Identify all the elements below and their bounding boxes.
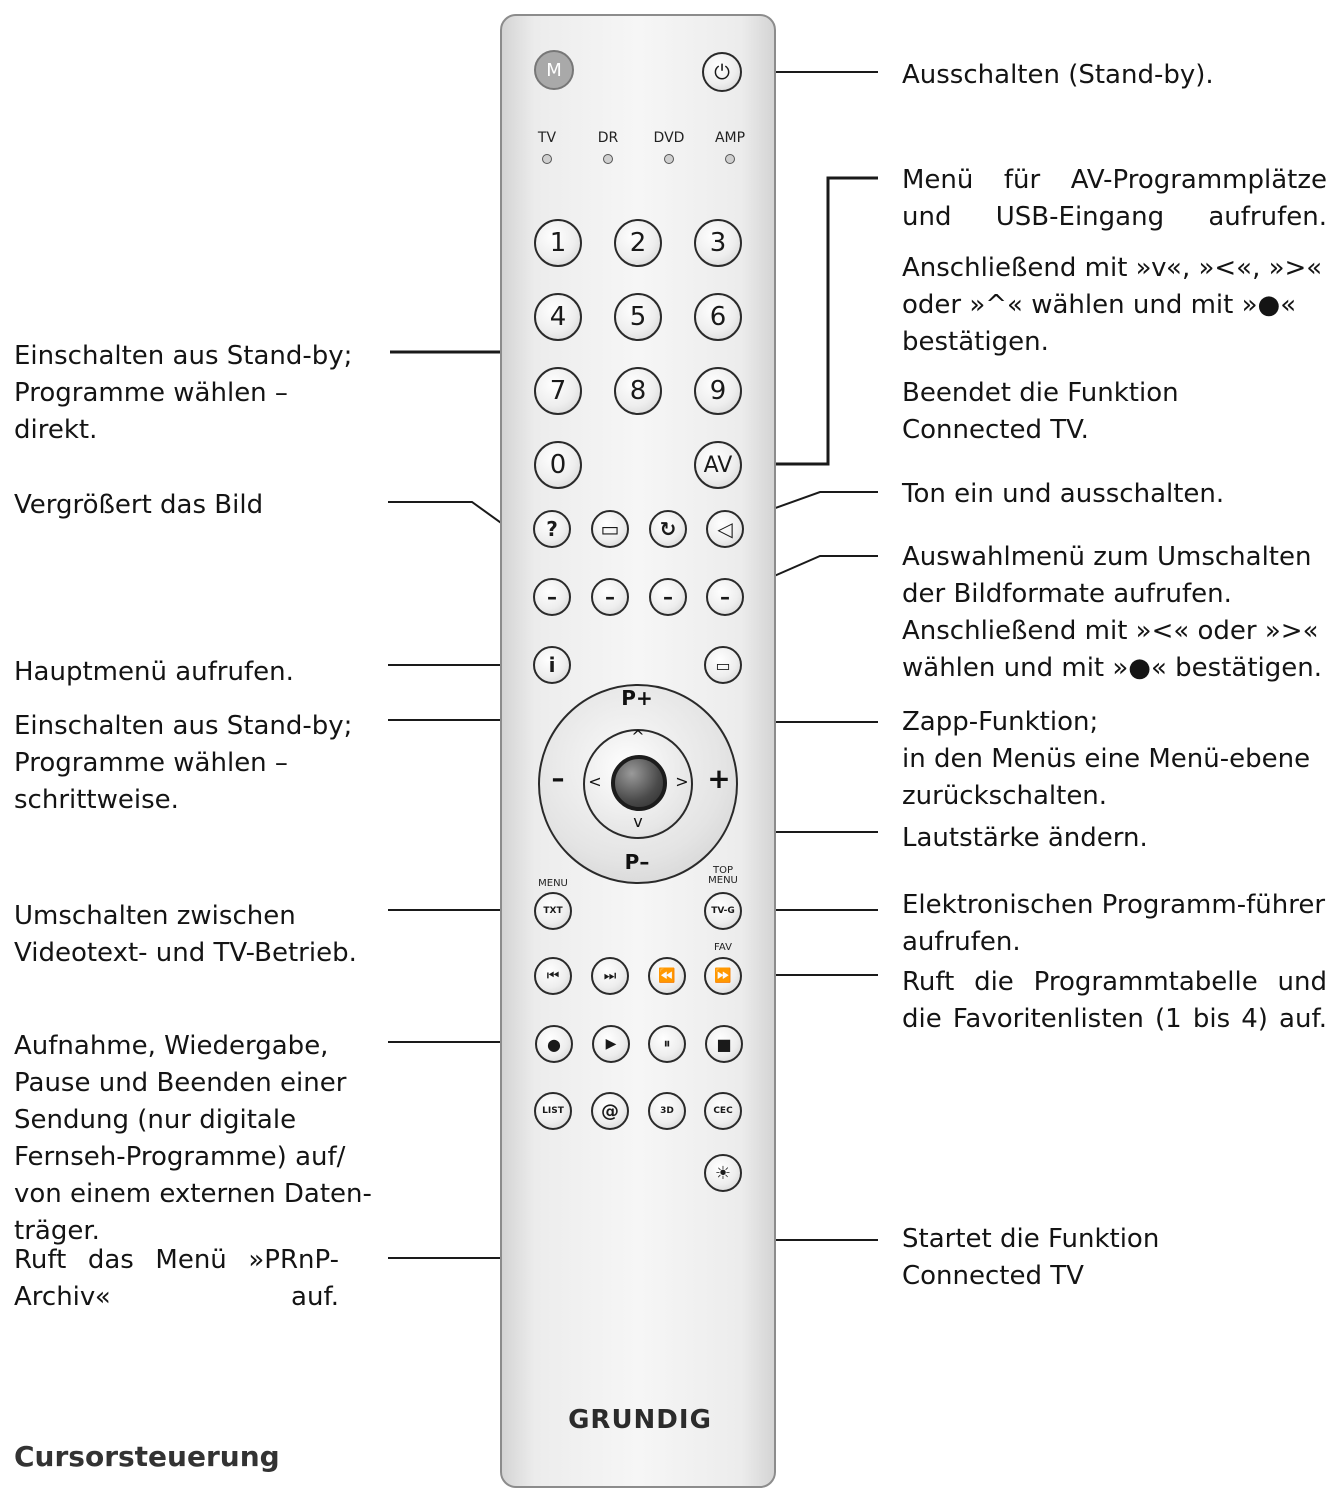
led-label-dvd: DVD: [653, 130, 685, 146]
m-button[interactable]: M: [534, 50, 574, 90]
led-tv: [542, 154, 552, 164]
label-main-menu: Hauptmenü aufrufen.: [14, 657, 294, 687]
label-direct: Einschalten aus Stand-by; Programme wähl…: [14, 341, 353, 445]
led-label-dr: DR: [597, 130, 619, 146]
fast-forward-button[interactable]: ⏩: [704, 957, 742, 995]
section-heading: Cursorsteuerung: [14, 1440, 280, 1473]
help-button[interactable]: ?: [533, 510, 571, 548]
digit-1-button[interactable]: 1: [534, 219, 582, 267]
3d-button[interactable]: 3D: [648, 1092, 686, 1130]
record-button[interactable]: ●: [535, 1025, 573, 1063]
label-connected-start: Startet die Funktion Connected TV: [902, 1224, 1160, 1291]
brand-logo: GRUNDIG: [568, 1405, 712, 1435]
teletext-button[interactable]: ▭: [591, 510, 629, 548]
led-label-amp: AMP: [714, 130, 746, 146]
led-amp: [725, 154, 735, 164]
stop-button[interactable]: ■: [705, 1025, 743, 1063]
tvg-button[interactable]: TV-G: [704, 892, 742, 930]
cursor-left-icon[interactable]: <: [588, 772, 602, 791]
channel-down-label[interactable]: P–: [624, 850, 650, 874]
light-button[interactable]: ☀: [704, 1154, 742, 1192]
ok-button[interactable]: [611, 755, 667, 811]
leader-av: [745, 176, 878, 466]
pause-button[interactable]: ⏸: [648, 1025, 686, 1063]
digit-4-button[interactable]: 4: [534, 293, 582, 341]
list-button[interactable]: LIST: [534, 1092, 572, 1130]
digit-6-button[interactable]: 6: [694, 293, 742, 341]
led-label-tv: TV: [537, 130, 557, 146]
label-zapp: Zapp-Funktion; in den Menüs eine Menü-eb…: [902, 707, 1311, 811]
channel-up-label[interactable]: P+: [621, 686, 653, 710]
label-volume: Lautstärke ändern.: [902, 823, 1148, 853]
txt-button[interactable]: TXT: [534, 892, 572, 930]
led-dr: [603, 154, 613, 164]
play-button[interactable]: ▶: [592, 1025, 630, 1063]
label-teletext: Umschalten zwischen Videotext- und TV-Be…: [14, 901, 357, 968]
minus-button-3[interactable]: –: [649, 578, 687, 616]
minus-button-2[interactable]: –: [591, 578, 629, 616]
power-button[interactable]: ⏻: [702, 52, 742, 92]
repeat-button[interactable]: ↻: [649, 510, 687, 548]
cursor-down-icon[interactable]: v: [633, 812, 643, 831]
digit-5-button[interactable]: 5: [614, 293, 662, 341]
digit-7-button[interactable]: 7: [534, 367, 582, 415]
label-stepwise: Einschalten aus Stand-by; Programme wähl…: [14, 711, 353, 815]
top-menu-caption: TOP MENU: [708, 865, 738, 886]
label-av-select: Anschließend mit »v«, »<«, »>« oder »^« …: [902, 253, 1323, 357]
label-prnp: Ruft das Menü »PRnP- Archiv« auf.: [14, 1245, 339, 1312]
minus-button-4[interactable]: –: [706, 578, 744, 616]
label-recording: Aufnahme, Wiedergabe, Pause und Beenden …: [14, 1031, 372, 1246]
digit-8-button[interactable]: 8: [614, 367, 662, 415]
av-button[interactable]: AV: [694, 441, 742, 489]
cursor-up-icon[interactable]: ^: [631, 727, 645, 746]
rewind-button[interactable]: ⏪: [648, 957, 686, 995]
label-zoom: Vergrößert das Bild: [14, 490, 264, 520]
label-program-table: Ruft die Programmtabelle und die Favorit…: [902, 967, 1327, 1034]
label-av-menu: Menü für AV-Programmplätze und USB-Einga…: [902, 165, 1327, 232]
volume-up-label[interactable]: +: [707, 762, 731, 795]
cursor-right-icon[interactable]: >: [675, 772, 689, 791]
mute-button[interactable]: ◁: [706, 510, 744, 548]
digit-2-button[interactable]: 2: [614, 219, 662, 267]
menu-caption: MENU: [538, 878, 568, 889]
label-connected-end: Beendet die Funktion Connected TV.: [902, 378, 1179, 445]
info-button[interactable]: i: [533, 646, 571, 684]
volume-down-label[interactable]: –: [551, 764, 565, 794]
skip-forward-button[interactable]: ⏭: [591, 957, 629, 995]
label-mute: Ton ein und ausschalten.: [902, 479, 1225, 509]
led-dvd: [664, 154, 674, 164]
minus-button-1[interactable]: –: [533, 578, 571, 616]
label-standby: Ausschalten (Stand-by).: [902, 60, 1214, 90]
digit-3-button[interactable]: 3: [694, 219, 742, 267]
skip-back-button[interactable]: ⏮: [534, 957, 572, 995]
cec-button[interactable]: CEC: [704, 1092, 742, 1130]
label-epg: Elektronischen Programm-führer aufrufen.: [902, 890, 1326, 957]
digit-9-button[interactable]: 9: [694, 367, 742, 415]
internet-button[interactable]: @: [591, 1092, 629, 1130]
back-button[interactable]: ▭: [704, 646, 742, 684]
label-picture-format: Auswahlmenü zum Umschalten der Bildforma…: [902, 542, 1322, 683]
fav-caption: FAV: [714, 942, 732, 953]
digit-0-button[interactable]: 0: [534, 441, 582, 489]
